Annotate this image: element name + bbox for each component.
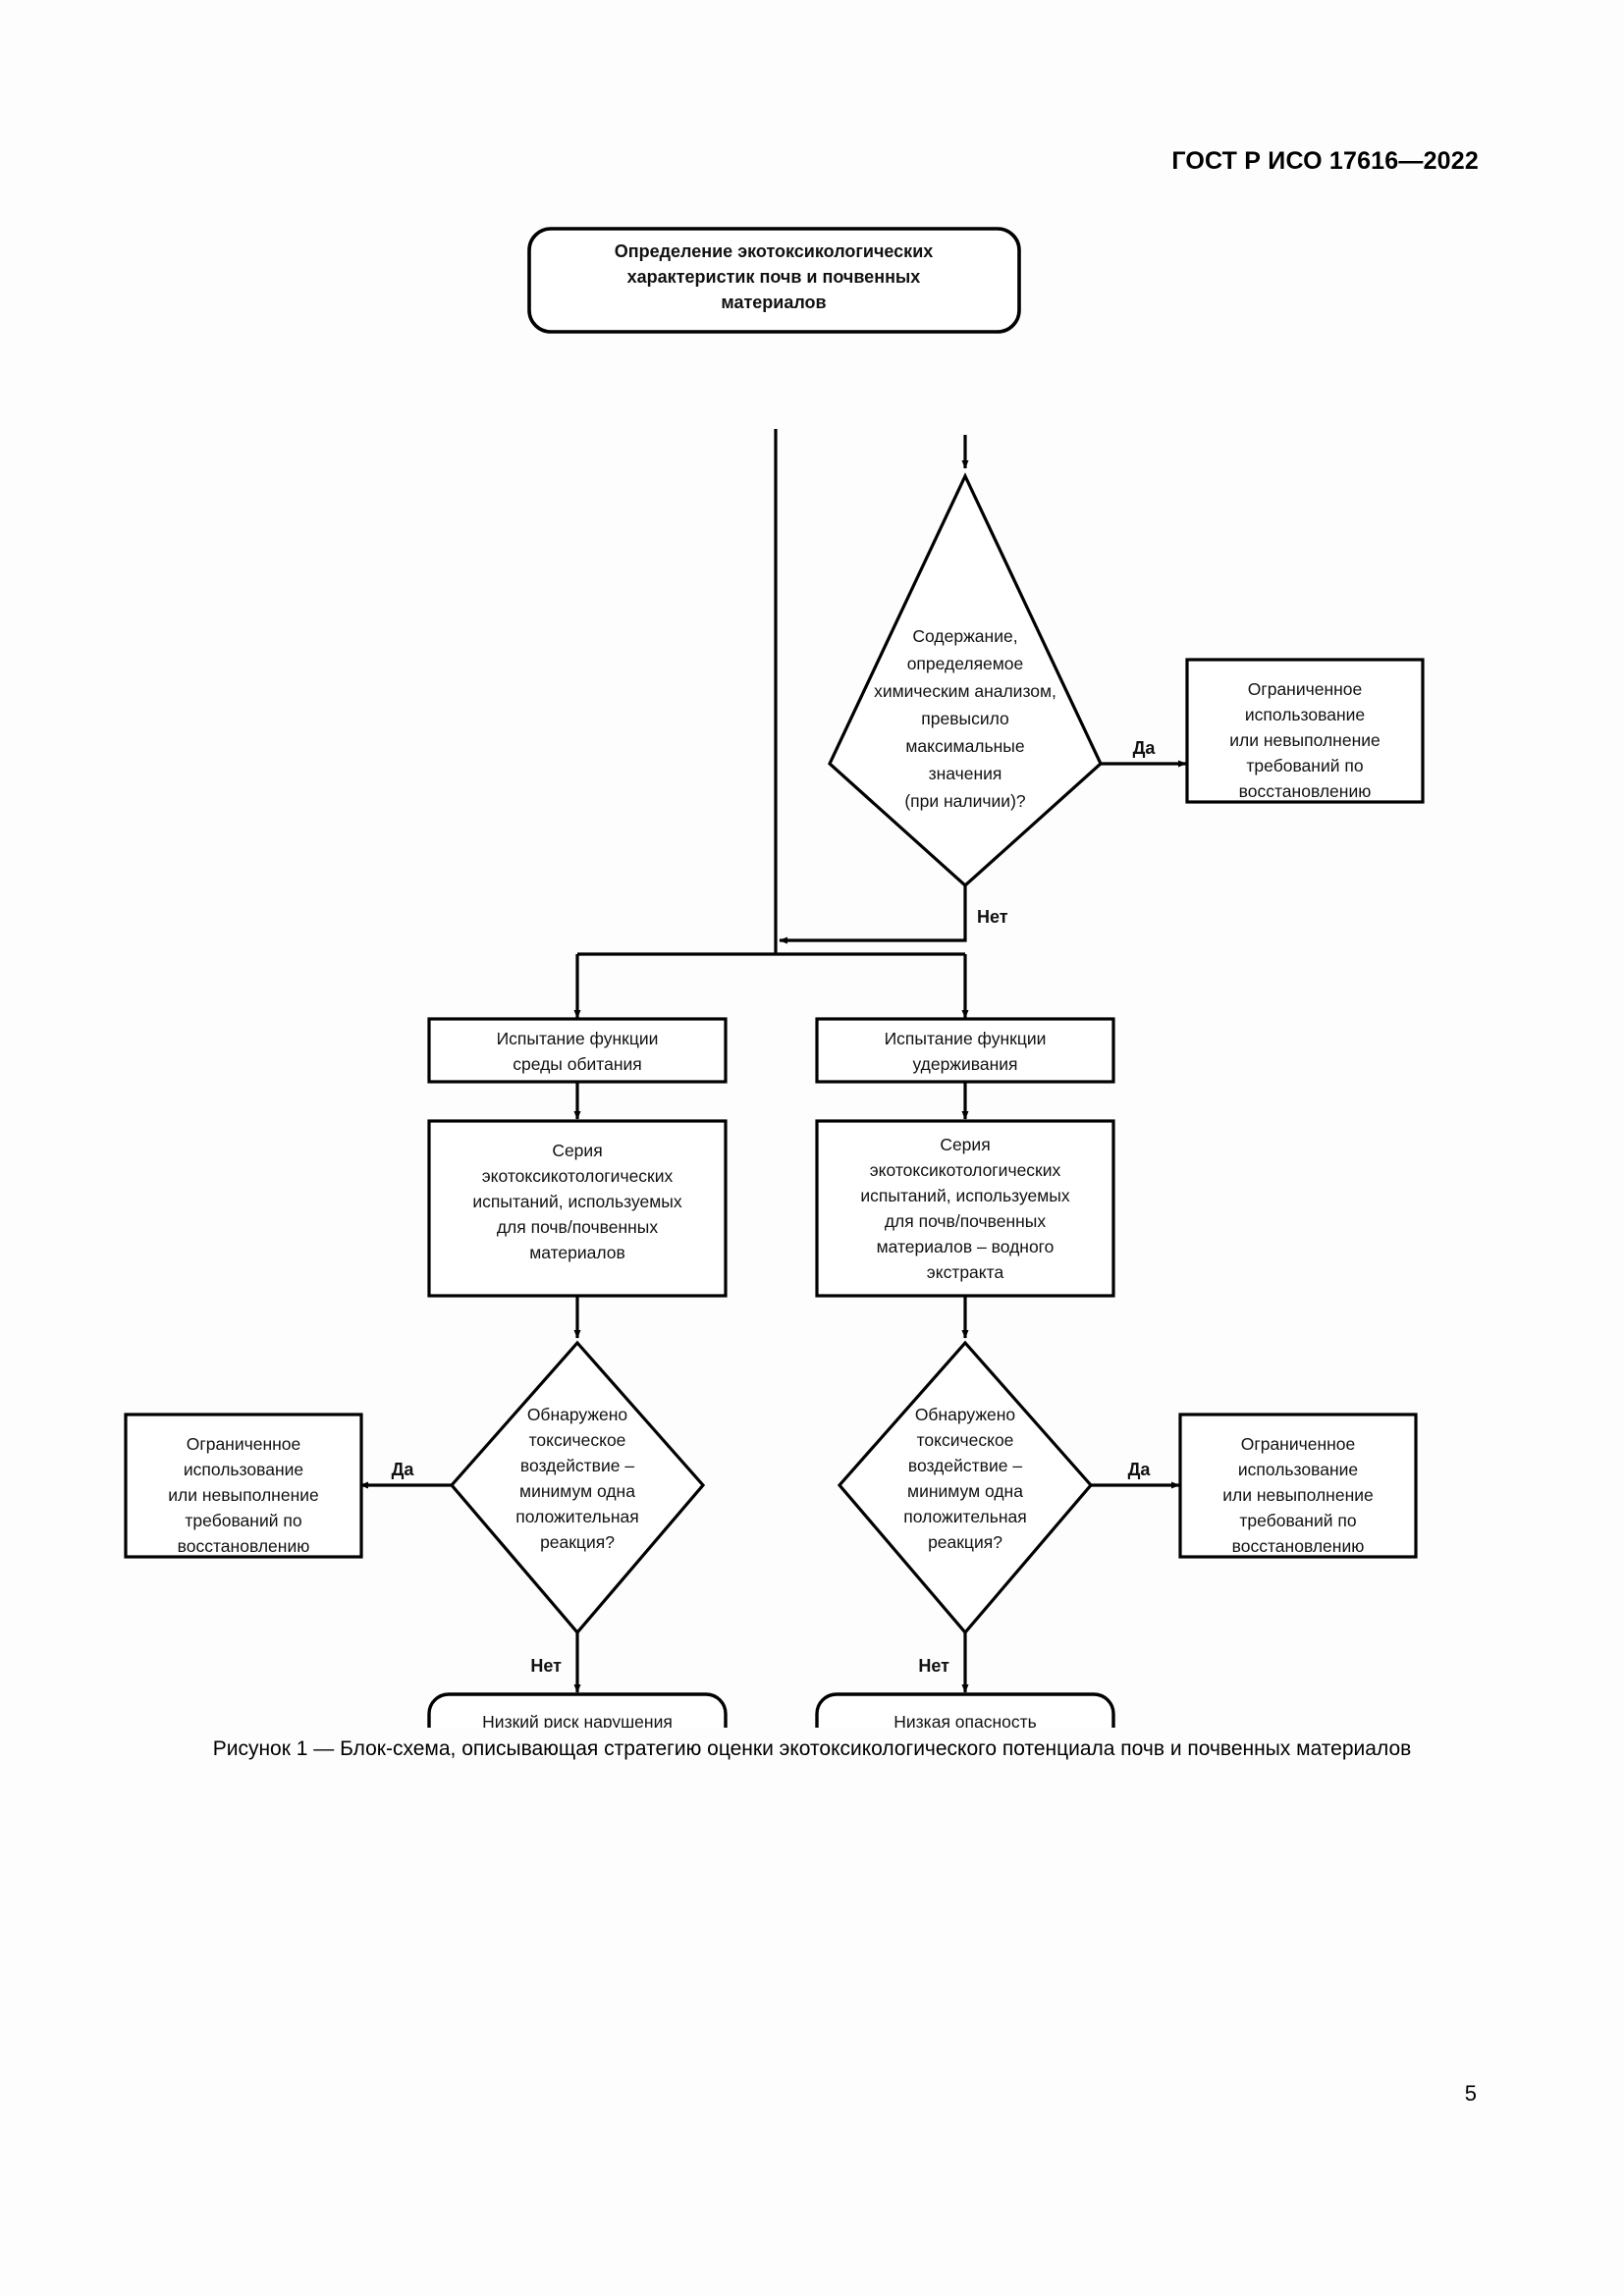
restricted-left-line-5: восстановлению [178, 1536, 310, 1556]
node-decision-toxic-effect-retention: Обнаружено токсическое воздействие – мин… [837, 1340, 1094, 1635]
retention-test-line-2: удерживания [912, 1054, 1017, 1074]
restricted-left-line-4: требований по [185, 1511, 301, 1530]
node-outcome-restricted-use-right: Ограниченное использование или невыполне… [1178, 1413, 1418, 1559]
restricted-top-line-4: требований по [1246, 756, 1363, 775]
series-soil-line-4: для почв/почвенных [497, 1217, 659, 1237]
node-process-habitat-function-test: Испытание функции среды обитания [427, 1017, 728, 1084]
node-start-terminator: Определение экотоксикологических характе… [527, 227, 1021, 334]
restricted-top-line-2: использование [1245, 705, 1365, 724]
node-outcome-restricted-use-left: Ограниченное использование или невыполне… [124, 1413, 363, 1559]
edge-label-no-top: Нет [977, 907, 1008, 927]
series-soil-line-1: Серия [552, 1141, 602, 1160]
edge-label-yes-left: Да [392, 1460, 415, 1479]
series-soil-line-3: испытаний, используемых [472, 1192, 681, 1211]
decision-left-line-2: токсическое [529, 1430, 626, 1450]
restricted-right-line-3: или невыполнение [1222, 1485, 1374, 1505]
restricted-right-line-5: восстановлению [1232, 1536, 1365, 1556]
node-decision-chemical-analysis: Содержание, определяемое химическим анал… [828, 472, 1103, 888]
series-extract-line-4: для почв/почвенных [885, 1211, 1047, 1231]
decision-chem-line-1: Содержание, [912, 626, 1017, 646]
node-decision-toxic-effect-habitat: Обнаружено токсическое воздействие – мин… [449, 1340, 706, 1635]
edge-label-yes-top: Да [1133, 738, 1157, 758]
edge-label-no-right: Нет [918, 1656, 949, 1676]
decision-chem-line-7: (при наличии)? [904, 791, 1026, 811]
node-outcome-low-risk-habitat: Низкий риск нарушения функции среды обит… [427, 1692, 728, 1728]
retention-test-line-1: Испытание функции [885, 1029, 1047, 1048]
decision-left-line-5: положительная [515, 1507, 638, 1526]
flowchart-svg: Определение экотоксикологических характе… [124, 227, 1425, 1728]
figure-flowchart: Определение экотоксикологических характе… [0, 196, 1624, 1728]
node-outcome-low-leaching-hazard: Низкая опасность выщелачивания загрязняю… [815, 1692, 1115, 1728]
restricted-left-line-2: использование [184, 1460, 303, 1479]
series-extract-line-5: материалов – водного [877, 1237, 1055, 1256]
decision-chem-line-3: химическим анализом, [874, 681, 1056, 701]
decision-right-line-3: воздействие – [908, 1456, 1022, 1475]
restricted-left-line-1: Ограниченное [187, 1434, 301, 1454]
node-process-test-series-soil: Серия экотоксикотологических испытаний, … [427, 1119, 728, 1298]
node-outcome-restricted-use-top: Ограниченное использование или невыполне… [1185, 658, 1425, 804]
edge-label-no-left: Нет [530, 1656, 562, 1676]
series-extract-line-3: испытаний, используемых [860, 1186, 1069, 1205]
restricted-top-line-5: восстановлению [1239, 781, 1372, 801]
decision-left-line-1: Обнаружено [527, 1405, 627, 1424]
restricted-right-line-4: требований по [1239, 1511, 1356, 1530]
start-line-2: характеристик почв и почвенных [627, 267, 921, 287]
decision-right-line-6: реакция? [928, 1532, 1002, 1552]
series-extract-line-2: экотоксикотологических [870, 1160, 1061, 1180]
habitat-test-line-2: среды обитания [513, 1054, 641, 1074]
node-process-test-series-water-extract: Серия экотоксикотологических испытаний, … [815, 1119, 1115, 1298]
decision-chem-line-2: определяемое [907, 654, 1024, 673]
decision-left-line-6: реакция? [540, 1532, 615, 1552]
restricted-top-line-3: или невыполнение [1229, 730, 1380, 750]
decision-chem-line-5: максимальные [905, 736, 1024, 756]
restricted-right-line-2: использование [1238, 1460, 1358, 1479]
decision-right-line-5: положительная [903, 1507, 1026, 1526]
series-extract-line-6: экстракта [927, 1262, 1004, 1282]
decision-right-line-4: минимум одна [907, 1481, 1023, 1501]
restricted-top-line-1: Ограниченное [1248, 679, 1363, 699]
page-number: 5 [1464, 2081, 1477, 2106]
restricted-right-line-1: Ограниченное [1241, 1434, 1356, 1454]
series-soil-line-5: материалов [529, 1243, 625, 1262]
decision-left-line-4: минимум одна [519, 1481, 635, 1501]
low-leaching-line-1: Низкая опасность [893, 1712, 1037, 1728]
decision-right-line-2: токсическое [917, 1430, 1014, 1450]
restricted-left-line-3: или невыполнение [168, 1485, 319, 1505]
connector-no-top [779, 883, 967, 944]
document-header-standard-number: ГОСТ Р ИСО 17616—2022 [1171, 147, 1479, 175]
decision-left-line-3: воздействие – [520, 1456, 634, 1475]
edge-label-yes-right: Да [1128, 1460, 1152, 1479]
habitat-test-line-1: Испытание функции [497, 1029, 659, 1048]
start-line-3: материалов [721, 293, 826, 312]
low-risk-habitat-line-1: Низкий риск нарушения [482, 1712, 673, 1728]
decision-right-line-1: Обнаружено [915, 1405, 1015, 1424]
node-process-retention-function-test: Испытание функции удерживания [815, 1017, 1115, 1084]
start-line-1: Определение экотоксикологических [615, 241, 934, 261]
series-soil-line-2: экотоксикотологических [482, 1166, 674, 1186]
series-extract-line-1: Серия [940, 1135, 990, 1154]
connector-layer [359, 429, 1187, 1693]
decision-chem-line-4: превысило [921, 709, 1008, 728]
decision-chem-line-6: значения [929, 764, 1002, 783]
figure-caption: Рисунок 1 — Блок-схема, описывающая стра… [212, 1737, 1412, 1760]
